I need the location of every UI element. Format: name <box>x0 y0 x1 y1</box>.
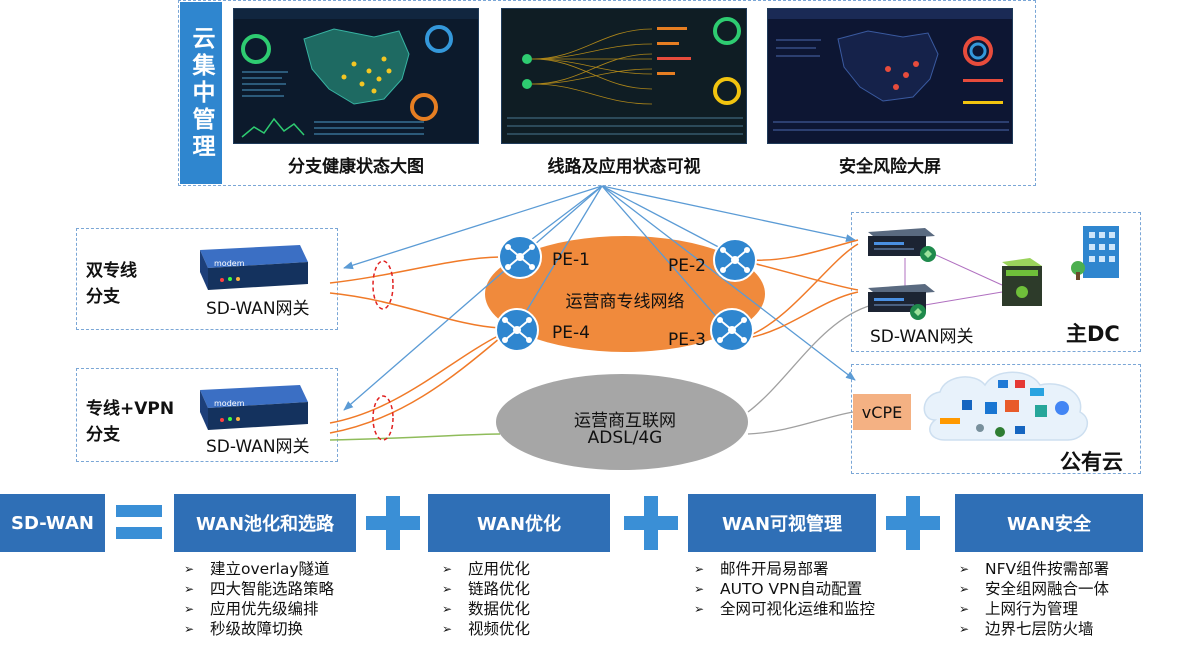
link-app-visibility-screen <box>501 8 747 144</box>
cloud-management-title: 云集中管理 <box>180 2 222 184</box>
branch2-label-line1: 专线+VPN <box>86 399 175 419</box>
arrow-bullet-icon: ➢ <box>959 582 970 596</box>
list-item: ➢安全组网融合一体 <box>959 580 1110 598</box>
pe3-router-icon <box>710 308 754 352</box>
arrow-bullet-icon: ➢ <box>694 562 705 576</box>
list-item: ➢NFV组件按需部署 <box>959 560 1110 578</box>
dc-label: 主DC <box>1066 322 1120 346</box>
list-item: ➢建立overlay隧道 <box>184 560 330 578</box>
arrow-bullet-icon: ➢ <box>442 622 453 636</box>
security-risk-screenshot <box>768 9 1012 131</box>
branch2-modem-text: modem <box>214 399 245 408</box>
list-item: ➢秒级故障切换 <box>184 620 304 638</box>
arrow-bullet-icon: ➢ <box>694 582 705 596</box>
arrow-bullet-icon: ➢ <box>442 562 453 576</box>
list-item: ➢视频优化 <box>442 620 531 638</box>
arrow-bullet-icon: ➢ <box>442 602 453 616</box>
branch-health-screenshot <box>234 9 478 138</box>
arrow-bullet-icon: ➢ <box>184 582 195 596</box>
dc-building-icon <box>1071 226 1119 280</box>
list-item: ➢邮件开局易部署 <box>694 560 829 578</box>
public-cloud-label: 公有云 <box>1060 450 1123 474</box>
branch1-gateway-device-icon: modem <box>200 245 308 290</box>
wan-visibility-list: ➢邮件开局易部署 ➢AUTO VPN自动配置 ➢全网可视化运维和监控 <box>690 559 875 619</box>
security-risk-screen <box>767 8 1013 144</box>
branch1-gateway-label: SD-WAN网关 <box>206 299 310 319</box>
list-item: ➢全网可视化运维和监控 <box>694 600 876 618</box>
branch2-label: 专线+VPN 分支 <box>86 396 174 448</box>
internet-label-line1: 运营商互联网 <box>574 411 676 431</box>
equals-icon <box>116 503 162 541</box>
branch-health-caption: 分支健康状态大图 <box>288 157 424 177</box>
pe1-label: PE-1 <box>552 250 590 270</box>
feature-wan-security: WAN安全 <box>955 494 1143 552</box>
public-cloud-icon <box>923 371 1089 441</box>
branch1-modem-text: modem <box>214 259 245 268</box>
wan-optimization-list: ➢应用优化 ➢链路优化 ➢数据优化 ➢视频优化 <box>438 559 530 639</box>
internet-cloud <box>496 374 748 470</box>
pe4-label: PE-4 <box>552 323 590 343</box>
branch1-label-line2: 分支 <box>86 287 120 307</box>
feature-wan-pooling: WAN池化和选路 <box>174 494 356 552</box>
list-item: ➢边界七层防火墙 <box>959 620 1094 638</box>
mpls-network-label: 运营商专线网络 <box>565 292 685 312</box>
list-item: ➢四大智能选路策略 <box>184 580 335 598</box>
dc-gateway-server-1-icon <box>868 228 936 262</box>
link-app-screenshot <box>507 17 743 135</box>
feature-wan-visibility: WAN可视管理 <box>688 494 876 552</box>
arrow-bullet-icon: ➢ <box>959 562 970 576</box>
dc-gateway-server-2-icon <box>868 284 935 320</box>
sdwan-box: SD-WAN <box>0 494 105 552</box>
branch-health-screen <box>233 8 479 144</box>
branch2-gateway-device-icon: modem <box>200 385 308 430</box>
wan-security-list: ➢NFV组件按需部署 ➢安全组网融合一体 ➢上网行为管理 ➢边界七层防火墙 <box>955 559 1109 639</box>
arrow-bullet-icon: ➢ <box>184 622 195 636</box>
link-app-visibility-caption: 线路及应用状态可视 <box>547 157 701 177</box>
pe4-router-icon <box>495 308 539 352</box>
plus-icon-3 <box>886 496 940 550</box>
arrow-bullet-icon: ➢ <box>694 602 705 616</box>
list-item: ➢链路优化 <box>442 580 531 598</box>
list-item: ➢AUTO VPN自动配置 <box>694 580 863 598</box>
pe3-label: PE-3 <box>668 330 706 350</box>
arrow-bullet-icon: ➢ <box>959 602 970 616</box>
pe2-label: PE-2 <box>668 256 706 276</box>
arrow-bullet-icon: ➢ <box>442 582 453 596</box>
arrow-bullet-icon: ➢ <box>184 602 195 616</box>
security-risk-caption: 安全风险大屏 <box>839 157 941 177</box>
branch1-label-line1: 双专线 <box>86 261 137 281</box>
dc-switch-icon <box>1002 258 1042 306</box>
branch2-gateway-label: SD-WAN网关 <box>206 437 310 457</box>
dc-gateway-label: SD-WAN网关 <box>870 327 974 347</box>
vcpe-box: vCPE <box>853 394 911 430</box>
feature-wan-optimization: WAN优化 <box>428 494 610 552</box>
plus-icon-1 <box>366 496 420 550</box>
plus-icon-2 <box>624 496 678 550</box>
pe2-router-icon <box>713 238 757 282</box>
list-item: ➢应用优化 <box>442 560 531 578</box>
internet-label-line2: ADSL/4G <box>587 428 663 448</box>
list-item: ➢上网行为管理 <box>959 600 1079 618</box>
branch1-label: 双专线 分支 <box>86 258 137 310</box>
list-item: ➢应用优先级编排 <box>184 600 319 618</box>
branch2-label-line2: 分支 <box>86 425 120 445</box>
wan-pooling-list: ➢建立overlay隧道 ➢四大智能选路策略 ➢应用优先级编排 ➢秒级故障切换 <box>180 559 334 639</box>
list-item: ➢数据优化 <box>442 600 531 618</box>
arrow-bullet-icon: ➢ <box>184 562 195 576</box>
arrow-bullet-icon: ➢ <box>959 622 970 636</box>
pe1-router-icon <box>498 235 542 279</box>
